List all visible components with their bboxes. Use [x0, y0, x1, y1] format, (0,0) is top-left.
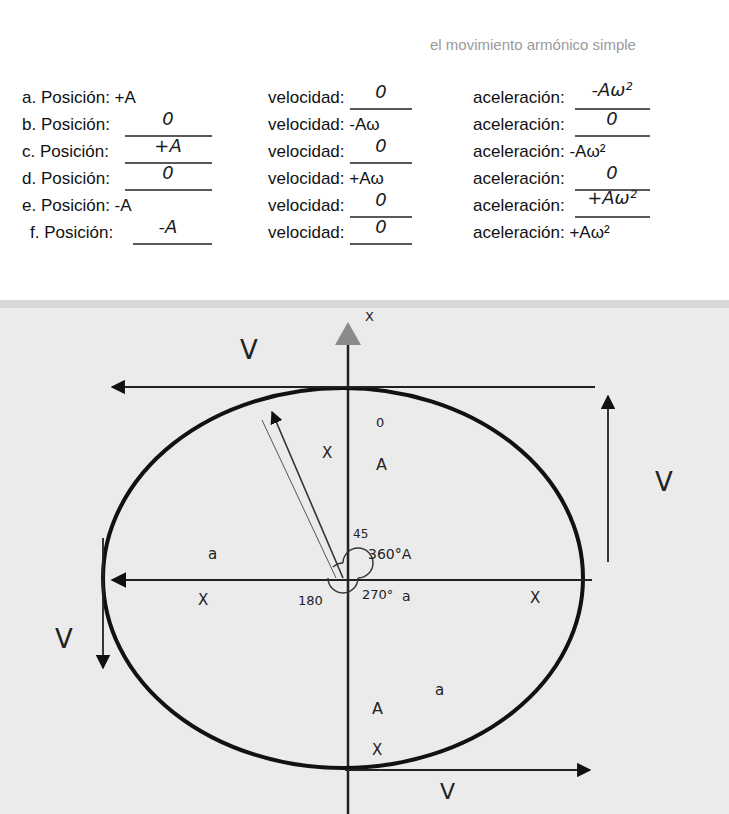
angle-arc: [328, 578, 343, 593]
answer-text: 0: [162, 163, 173, 184]
diagram-label: a: [435, 682, 444, 699]
diagram-label: X: [365, 310, 374, 325]
question-text: velocidad:: [268, 223, 345, 243]
diagram-label: 270°: [362, 588, 393, 603]
question-text: aceleración: +Aω²: [473, 223, 610, 243]
phasor-circle-drawing: [103, 322, 608, 814]
diagram-label: X: [322, 445, 332, 462]
question-text: velocidad: +Aω: [268, 169, 384, 189]
diagram-label: 180: [298, 594, 323, 609]
question-text: b. Posición:: [22, 115, 110, 135]
velocity-arrow: [345, 769, 590, 771]
question-text: velocidad: -Aω: [268, 115, 380, 135]
answer-text: 0: [375, 217, 386, 238]
question-text: velocidad:: [268, 196, 345, 216]
diagram-label: A: [376, 456, 387, 474]
answer-text: 0: [375, 82, 386, 103]
question-text: f. Posición:: [30, 223, 113, 243]
question-text: velocidad:: [268, 88, 345, 108]
question-text: aceleración:: [473, 88, 565, 108]
velocity-arrow: [112, 386, 595, 388]
faded-heading: el movimiento armónico simple: [430, 36, 636, 53]
radius-line: [262, 420, 336, 578]
question-text: aceleración:: [473, 115, 565, 135]
angle-arc: [343, 578, 358, 593]
question-text: velocidad:: [268, 142, 345, 162]
diagram-label: X: [372, 742, 382, 759]
diagram-label: a: [208, 546, 217, 563]
diagram-label: 45: [353, 528, 368, 542]
paper-gap: [0, 300, 729, 308]
diagram-label: V: [240, 336, 258, 366]
question-text: aceleración: -Aω²: [473, 142, 605, 162]
answer-text: 0: [606, 109, 617, 130]
question-text: e. Posición: -A: [22, 196, 132, 216]
diagram-label: X: [198, 592, 208, 609]
question-text: d. Posición:: [22, 169, 110, 189]
diagram-label: 0: [376, 416, 384, 431]
velocity-arrow: [102, 538, 104, 668]
question-text: a. Posición: +A: [22, 88, 136, 108]
diagram-label: V: [655, 468, 673, 498]
paper-top: [0, 0, 729, 300]
diagram-label: a: [402, 588, 411, 604]
horizontal-axis-left: [112, 579, 343, 581]
axis-arrowhead: [335, 322, 361, 345]
radius-arrow: [272, 412, 343, 578]
question-text: aceleración:: [473, 196, 565, 216]
question-text: c. Posición:: [22, 142, 109, 162]
answer-text: -A: [159, 217, 178, 238]
answer-text: 0: [375, 136, 386, 157]
diagram-label: V: [440, 779, 455, 804]
answer-text: 0: [606, 163, 617, 184]
answer-text: -Aω²: [591, 80, 632, 101]
answer-text: +A: [154, 136, 181, 157]
velocity-arrow: [607, 396, 609, 562]
diagram-label: A: [372, 700, 383, 718]
horizontal-axis-right: [343, 579, 592, 581]
question-text: aceleración:: [473, 169, 565, 189]
diagram-label: 360°A: [368, 546, 411, 562]
answer-text: 0: [162, 109, 173, 130]
answer-text: 0: [375, 190, 386, 211]
angle-arc: [333, 563, 343, 567]
answer-text: +Aω²: [587, 188, 637, 209]
paper-photo: [0, 308, 729, 814]
reference-circle: [103, 388, 583, 768]
answer-blanks: [125, 109, 650, 244]
diagram-label: X: [530, 590, 540, 607]
diagram-label: V: [55, 625, 73, 655]
